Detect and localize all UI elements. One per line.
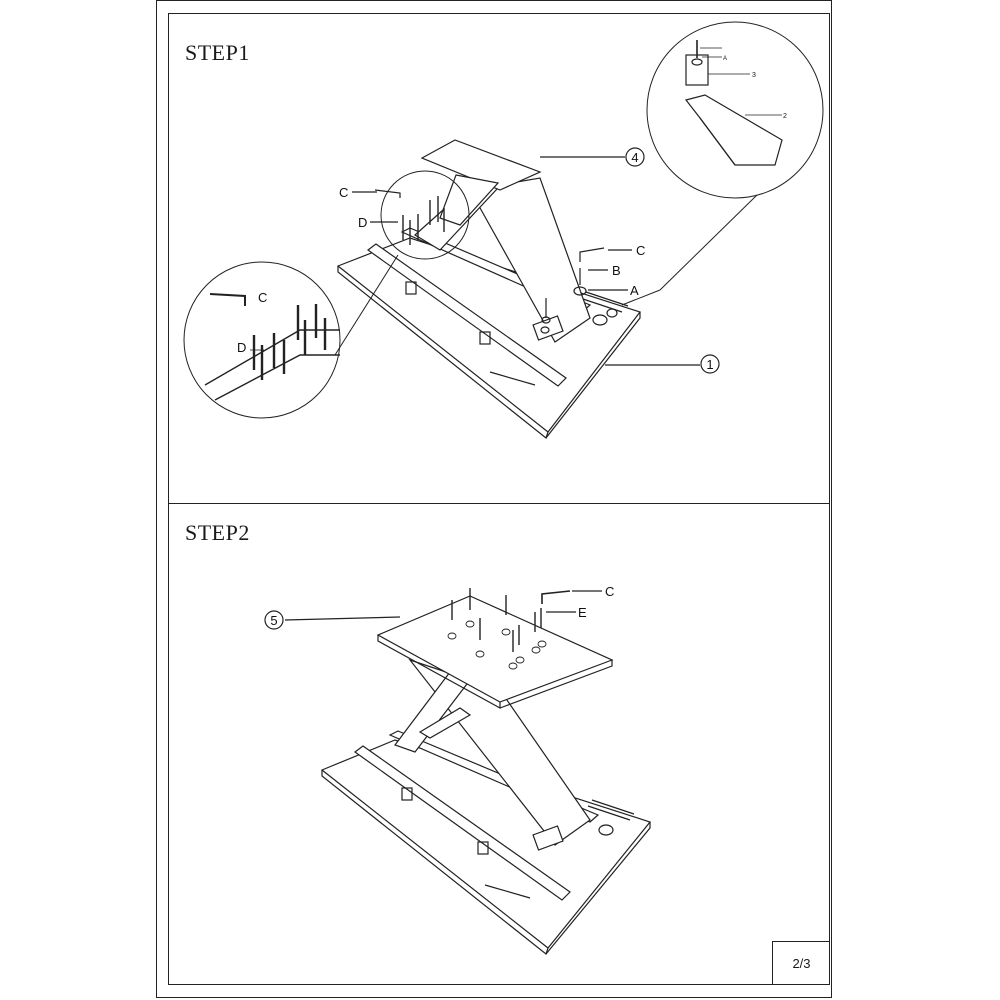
page-frame [156,0,832,998]
step2-title: STEP2 [185,520,250,545]
page-number: 2/3 [772,941,830,985]
label-e-step2: E [578,605,587,620]
label-d-circle: D [237,340,246,355]
label-c-step2: C [605,584,614,599]
step2-table-assembly [320,588,652,956]
step-divider [168,503,830,504]
detail-leg-top [621,21,824,306]
label-a-small: A [723,56,727,62]
content-border [168,13,830,985]
callout-part4: 4 [631,150,638,165]
label-c-detail: C [339,185,348,200]
callout-part2: 2 [783,113,787,120]
step1-table-assembly [336,139,641,440]
detail-bolt-group [183,254,399,419]
label-c-circle: C [258,290,267,305]
label-b-right: B [612,263,621,278]
callout-part1: 1 [706,357,713,372]
label-d-detail: D [358,215,367,230]
callout-part5: 5 [270,613,277,628]
callout-part3: 3 [752,72,756,79]
step1-title: STEP1 [185,40,250,65]
label-c-right: C [636,243,645,258]
label-a-right: A [630,283,639,298]
